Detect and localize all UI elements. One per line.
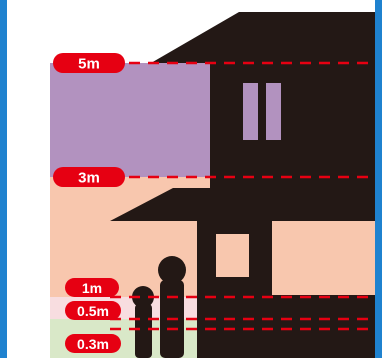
band-above-3m xyxy=(50,63,210,177)
level-pill-1m: 1m xyxy=(65,278,119,297)
level-pill-3m: 3m xyxy=(53,167,125,187)
level-label-3m: 3m xyxy=(78,170,100,187)
upper-window-right xyxy=(266,83,281,140)
flood-depth-illustration: 5m 3m 1m 0.5m 0.3m xyxy=(7,0,375,358)
house-upper-wall xyxy=(210,63,375,199)
level-label-5m: 5m xyxy=(78,56,100,73)
level-pill-03m: 0.3m xyxy=(65,334,121,353)
frame-right-border xyxy=(375,0,382,358)
level-pill-05m: 0.5m xyxy=(65,301,121,320)
house-upper-roof xyxy=(151,12,375,63)
child-body xyxy=(135,304,152,358)
level-label-03m: 0.3m xyxy=(77,336,109,352)
flood-depth-diagram: 5m 3m 1m 0.5m 0.3m xyxy=(7,0,375,358)
lower-window xyxy=(216,234,249,277)
level-label-05m: 0.5m xyxy=(77,303,109,319)
frame-left-border xyxy=(0,0,7,358)
upper-window-left xyxy=(243,83,258,140)
house-right-base xyxy=(272,295,375,358)
level-label-1m: 1m xyxy=(82,280,102,296)
adult-head xyxy=(158,256,186,284)
level-pill-5m: 5m xyxy=(53,53,125,73)
